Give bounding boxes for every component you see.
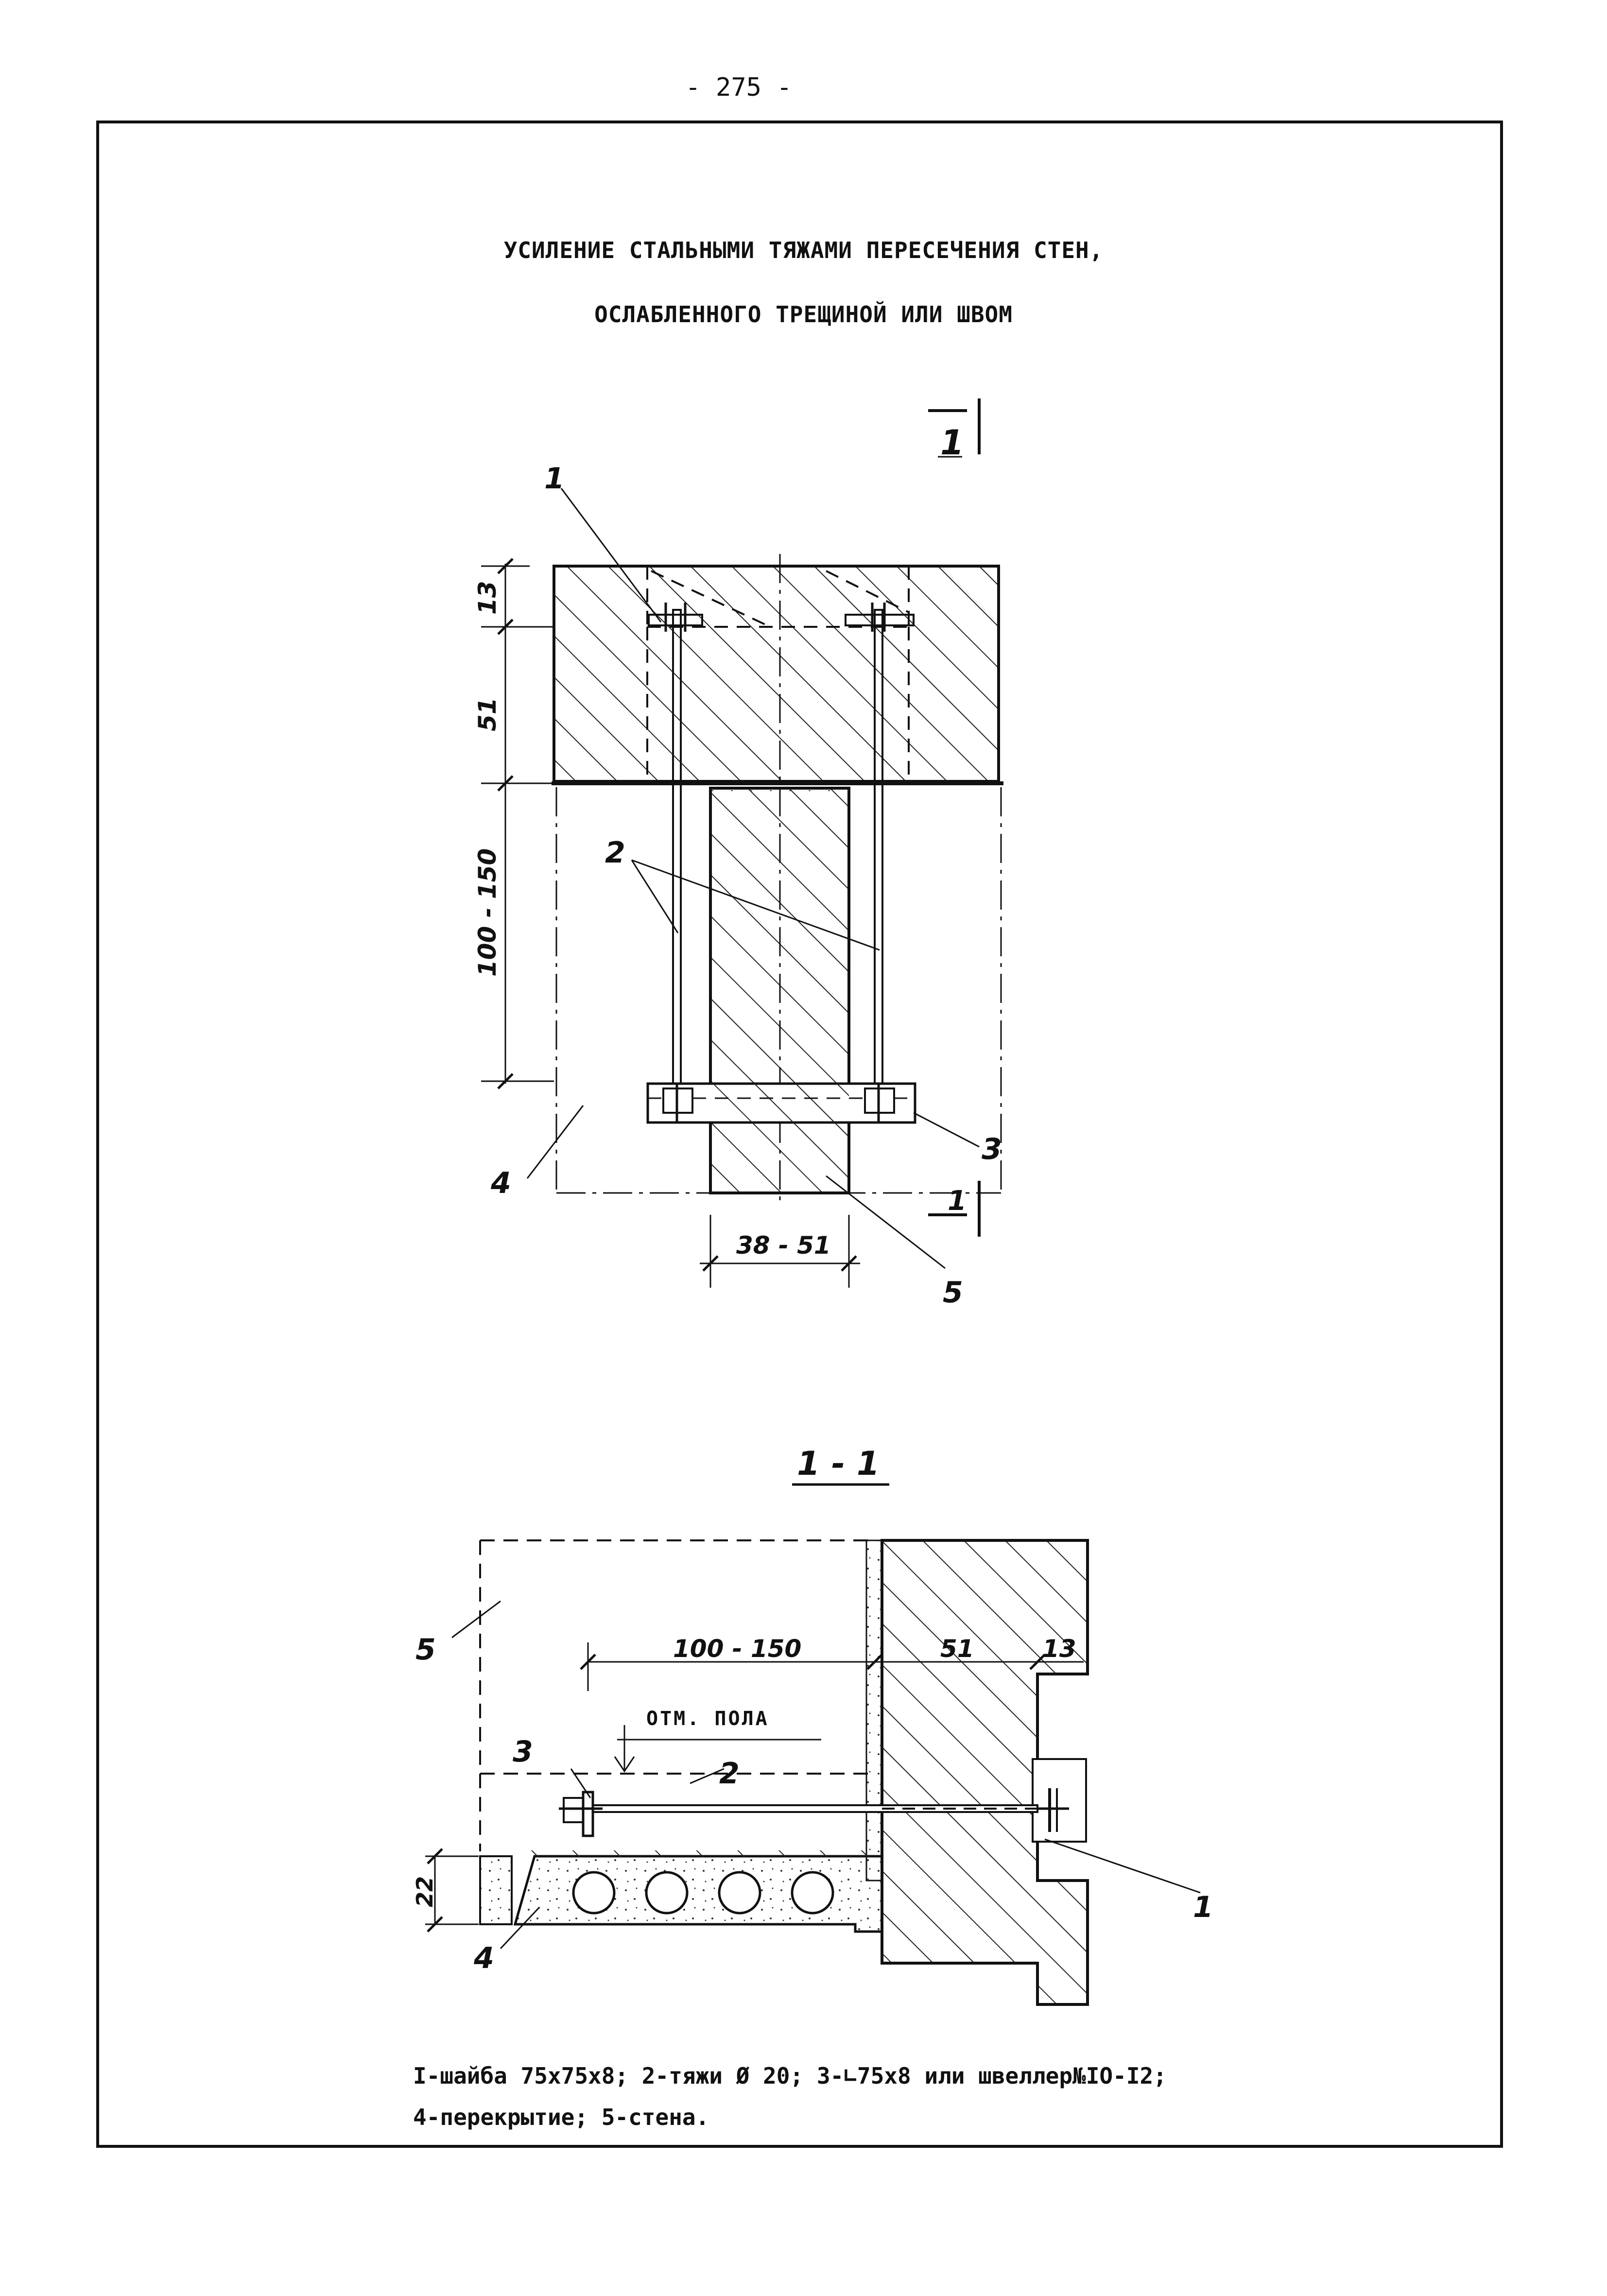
section-callout-5: 5 — [415, 1633, 436, 1667]
washer-left — [648, 614, 703, 626]
legend-line-2: 4-перекрытие; 5-стена. — [413, 2104, 709, 2130]
floor-elevation-mark: ОТМ. ПОЛА — [646, 1708, 769, 1730]
plan-dim-13: 13 — [473, 581, 501, 615]
section-view — [425, 1483, 1201, 2006]
plan-view — [481, 398, 1003, 1288]
section-callout-1: 1 — [1193, 1890, 1213, 1924]
plan-section-mark-bottom: 1 — [948, 1185, 967, 1217]
plan-dim-38-51: 38 - 51 — [736, 1231, 831, 1260]
section-callout-2: 2 — [719, 1757, 740, 1791]
section-label: 1 - 1 — [797, 1445, 880, 1483]
plan-callout-1: 1 — [544, 462, 565, 496]
section-dim-100-150: 100 - 150 — [673, 1635, 801, 1663]
plan-callout-5: 5 — [943, 1276, 963, 1310]
section-wall — [881, 1539, 1089, 2006]
page-number: - 275 - — [685, 73, 792, 102]
section-callout-4: 4 — [473, 1941, 494, 1975]
drawing-frame — [96, 121, 1503, 2148]
title-line-2: ОСЛАБЛЕННОГО ТРЕЩИНОЙ ИЛИ ШВОМ — [594, 301, 1013, 328]
legend-line-1: I-шайба 75x75x8; 2-тяжи Ø 20; 3-∟75x8 ил… — [413, 2063, 1167, 2089]
section-dim-51: 51 — [940, 1635, 974, 1663]
section-dim-22: 22 — [412, 1876, 438, 1907]
plan-top-wall — [553, 565, 1000, 783]
washer-right — [845, 614, 915, 626]
plan-dim-100-150: 100 - 150 — [473, 848, 501, 977]
section-callout-3: 3 — [513, 1735, 533, 1769]
section-seam — [865, 1539, 883, 1882]
plan-section-mark: 1 — [940, 423, 964, 463]
plan-callout-3: 3 — [982, 1132, 1002, 1166]
plan-callout-4: 4 — [490, 1166, 511, 1200]
title-line-1: УСИЛЕНИЕ СТАЛЬНЫМИ ТЯЖАМИ ПЕРЕСЕЧЕНИЯ СТ… — [503, 237, 1104, 263]
section-dim-13: 13 — [1042, 1635, 1076, 1663]
plan-callout-2: 2 — [605, 836, 625, 870]
plan-dim-51: 51 — [473, 697, 501, 731]
